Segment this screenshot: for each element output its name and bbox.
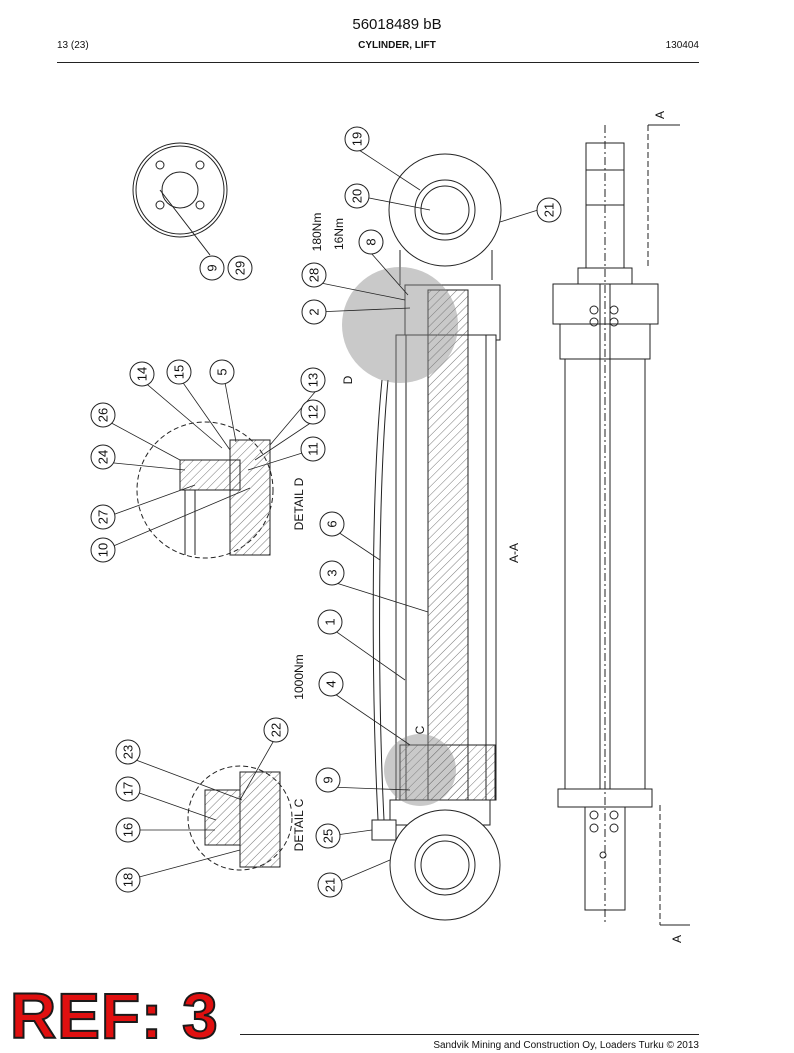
- svg-text:29: 29: [233, 261, 248, 275]
- detail-c-zone: [384, 734, 456, 806]
- header-rule: [57, 62, 699, 63]
- svg-text:3: 3: [325, 569, 340, 576]
- torque-1000nm: 1000Nm: [292, 654, 306, 699]
- callout-14: 14: [129, 361, 155, 387]
- torque-16nm: 16Nm: [332, 218, 346, 250]
- callout-10: 10: [90, 537, 116, 563]
- leader-lines: [103, 149, 539, 886]
- svg-text:11: 11: [306, 442, 321, 456]
- svg-text:26: 26: [96, 408, 111, 422]
- end-view: [132, 142, 228, 256]
- callout-22: 22: [263, 717, 289, 743]
- svg-text:28: 28: [307, 268, 322, 282]
- svg-text:21: 21: [542, 203, 557, 217]
- callout-28: 28: [301, 262, 327, 288]
- callout-26: 26: [90, 402, 116, 428]
- svg-text:4: 4: [324, 680, 339, 687]
- detail-c-marker: C: [413, 725, 427, 734]
- svg-text:21: 21: [323, 878, 338, 892]
- svg-text:15: 15: [172, 365, 187, 379]
- page-indicator: 13 (23): [57, 40, 89, 51]
- svg-text:22: 22: [269, 723, 284, 737]
- callout-16: 16: [115, 817, 141, 843]
- detail-d-marker: D: [341, 375, 355, 384]
- section-label: A-A: [507, 543, 521, 563]
- detail-c-label: DETAIL C: [292, 798, 306, 851]
- footer-rule: [240, 1034, 699, 1035]
- svg-text:6: 6: [325, 520, 340, 527]
- section-a-a-view: [552, 124, 690, 926]
- svg-text:24: 24: [96, 450, 111, 464]
- callout-21-bottom: 21: [317, 872, 343, 898]
- callout-18: 18: [115, 867, 141, 893]
- svg-text:5: 5: [215, 368, 230, 375]
- callout-24: 24: [90, 444, 116, 470]
- footer-copyright: Sandvik Mining and Construction Oy, Load…: [433, 1040, 699, 1051]
- svg-text:16: 16: [121, 823, 136, 837]
- document-title: CYLINDER, LIFT: [358, 40, 436, 51]
- callout-15: 15: [166, 359, 192, 385]
- svg-text:12: 12: [306, 405, 321, 419]
- callout-2: 2: [301, 299, 327, 325]
- callout-5: 5: [209, 359, 235, 385]
- svg-text:17: 17: [121, 782, 136, 796]
- callout-21-top: 21: [536, 197, 562, 223]
- svg-text:13: 13: [306, 373, 321, 387]
- callout-13: 13: [300, 367, 326, 393]
- svg-text:18: 18: [121, 873, 136, 887]
- callout-29: 29: [227, 255, 253, 281]
- section-marker-top: A: [653, 111, 667, 119]
- callout-8: 8: [358, 229, 384, 255]
- svg-text:27: 27: [96, 510, 111, 524]
- svg-text:9: 9: [321, 776, 336, 783]
- callout-6: 6: [319, 511, 345, 537]
- detail-c-view: [187, 765, 293, 871]
- callout-20: 20: [344, 183, 370, 209]
- callout-27: 27: [90, 504, 116, 530]
- callout-3: 3: [319, 560, 345, 586]
- callout-1: 1: [317, 609, 343, 635]
- callout-17: 17: [115, 776, 141, 802]
- detail-d-label: DETAIL D: [292, 477, 306, 530]
- detail-d-view: [136, 421, 274, 559]
- callout-4: 4: [318, 671, 344, 697]
- ref-stamp: REF: 3: [9, 980, 219, 1052]
- detail-d-zone: [342, 267, 458, 383]
- svg-text:19: 19: [350, 132, 365, 146]
- cylinder-side-view: [371, 153, 502, 921]
- svg-text:23: 23: [121, 745, 136, 759]
- svg-text:10: 10: [96, 543, 111, 557]
- svg-text:2: 2: [307, 308, 322, 315]
- svg-text:25: 25: [321, 829, 336, 843]
- callout-9-bottom: 9: [315, 767, 341, 793]
- callout-11: 11: [300, 436, 326, 462]
- section-marker-bottom: A: [670, 935, 684, 943]
- svg-text:14: 14: [135, 367, 150, 381]
- callout-23: 23: [115, 739, 141, 765]
- date-code: 130404: [665, 40, 699, 51]
- callout-12: 12: [300, 399, 326, 425]
- callout-9-top: 9: [199, 255, 225, 281]
- callout-19: 19: [344, 126, 370, 152]
- callout-25: 25: [315, 823, 341, 849]
- document-number: 56018489 bB: [352, 16, 442, 33]
- torque-180nm: 180Nm: [310, 213, 324, 252]
- svg-text:8: 8: [364, 238, 379, 245]
- svg-text:1: 1: [323, 618, 338, 625]
- svg-text:9: 9: [205, 264, 220, 271]
- svg-text:20: 20: [350, 189, 365, 203]
